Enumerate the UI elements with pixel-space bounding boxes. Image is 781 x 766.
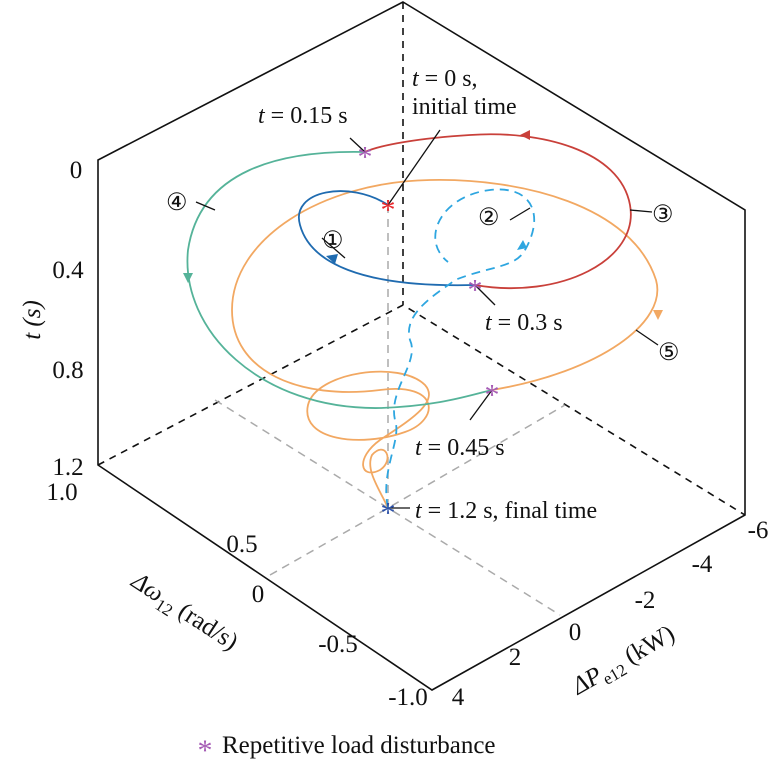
leader-015: [349, 137, 366, 153]
leader-2: [509, 207, 531, 221]
axis-box: [97, 1, 746, 691]
p-tick: -6: [748, 517, 769, 544]
marker-final: *: [381, 497, 396, 530]
leader-initial: [387, 129, 441, 206]
segment-label-1: ①: [322, 228, 344, 254]
t-tick: 0.8: [52, 357, 83, 384]
p-tick: 0: [569, 619, 582, 646]
arrow-curve-3: [520, 130, 530, 140]
leader-3: [629, 209, 653, 213]
segment-label-2: ②: [478, 205, 500, 231]
box-outline: [97, 1, 746, 691]
legend: * Repetitive load disturbance: [198, 732, 496, 766]
leader-4: [195, 201, 216, 211]
marker-disturbance-015: *: [358, 141, 373, 174]
marker-disturbance-03: *: [468, 274, 483, 307]
leader-1: [321, 237, 346, 259]
arrow-curve-4: [183, 273, 193, 283]
p-axis-label: ΔPe12 (kW): [567, 620, 682, 704]
p-tick: 4: [452, 684, 465, 711]
p-tick: -4: [692, 551, 713, 578]
annotation-03: t = 0.3 s: [485, 310, 563, 336]
marker-initial: *: [381, 194, 396, 227]
leader-03: [474, 284, 496, 306]
omega-tick: 0.5: [226, 531, 257, 558]
t-tick: 0: [70, 157, 83, 184]
omega-tick: 1.0: [46, 479, 77, 506]
t-tick: 1.2: [52, 454, 83, 481]
t-tick: 0.4: [52, 257, 84, 284]
omega-tick: -0.5: [318, 631, 358, 658]
p-tick: -2: [635, 587, 656, 614]
annotation-initial-line2: initial time: [412, 94, 517, 120]
legend-label: Repetitive load disturbance: [222, 732, 496, 759]
annotation-final: t = 1.2 s, final time: [415, 498, 597, 524]
hidden-edges: [97, 2, 746, 516]
marker-disturbance-045: *: [485, 379, 500, 412]
leader-lines: [195, 129, 659, 509]
arrow-curve-1: [326, 254, 338, 264]
leader-5: [635, 329, 659, 346]
segment-label-4: ④: [166, 190, 188, 216]
arrow-curve-2: [517, 240, 527, 250]
arrow-curve-5: [653, 310, 663, 320]
omega-tick: 0: [252, 581, 265, 608]
omega-tick: -1.0: [388, 684, 428, 711]
omega-axis-label: Δω12 (rad/s): [124, 567, 243, 659]
segment-label-5: ⑤: [658, 340, 680, 366]
projection-lines: [214, 205, 566, 616]
curve-4: [186, 150, 493, 409]
segment-label-3: ③: [652, 202, 674, 228]
legend-marker: *: [198, 734, 213, 766]
curve-3: [364, 133, 632, 290]
curve-1: [298, 190, 476, 287]
t-axis-label: t (s): [19, 300, 46, 340]
direction-arrows: [183, 130, 663, 320]
curve-2: [385, 188, 535, 509]
p-tick: 2: [509, 644, 522, 671]
annotation-045: t = 0.45 s: [415, 435, 505, 461]
projection-p: [269, 404, 566, 576]
annotation-initial: t = 0 s,: [412, 66, 478, 92]
annotation-015: t = 0.15 s: [258, 103, 348, 129]
leader-045: [469, 389, 493, 421]
